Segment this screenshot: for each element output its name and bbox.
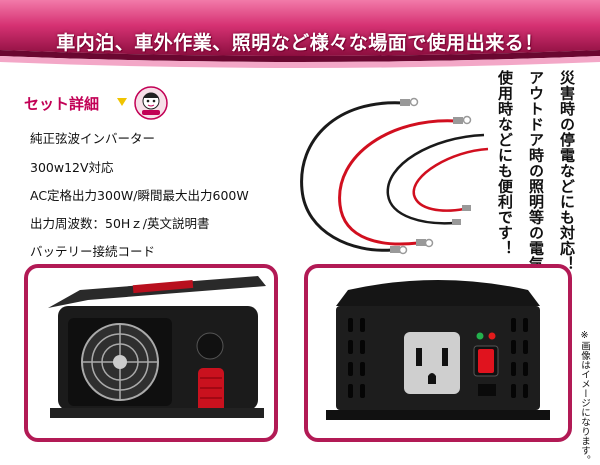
- set-details-title: セット詳細: [24, 95, 100, 113]
- inverter-front-fan-view: [48, 276, 266, 418]
- promo-column: アウトドア時の照明等の電気: [527, 70, 545, 272]
- banner-background: [0, 0, 600, 80]
- promo-column: 使用時などにも便利です！: [496, 70, 514, 256]
- image-disclaimer-note: ※画像はイメージになります。: [579, 330, 590, 465]
- promo-column: 災害時の停電などにも対応！: [558, 70, 576, 272]
- spec-item: バッテリー接続コード: [30, 244, 156, 259]
- spec-item: 出力周波数：50Hｚ/英文説明書: [30, 216, 210, 231]
- top-banner: 車内泊、車外作業、照明など様々な場面で使用出来る！: [0, 0, 600, 80]
- spec-item: 純正弦波インバーター: [30, 131, 156, 146]
- character-logo-icon: [134, 86, 168, 120]
- spec-item: AC定格出力300W/瞬間最大出力600W: [30, 188, 249, 203]
- spec-item: 300w12V対応: [30, 160, 114, 175]
- inverter-back-panel: [304, 264, 572, 442]
- inverter-ac-outlet-view: [326, 280, 550, 420]
- battery-cables-image: [300, 97, 489, 255]
- triangle-down-icon: [117, 98, 127, 106]
- banner-headline: 車内泊、車外作業、照明など様々な場面で使用出来る！: [56, 32, 544, 54]
- inverter-front-panel: [24, 264, 278, 442]
